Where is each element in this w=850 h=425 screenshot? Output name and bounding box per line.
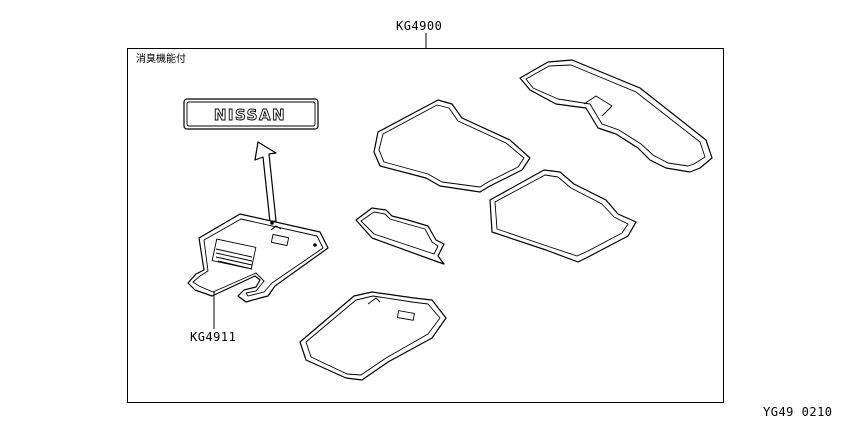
- tunnel-mat: [355, 207, 445, 265]
- subpart-number: KG4911: [190, 330, 237, 344]
- second-row-right-mat: [489, 169, 637, 263]
- drawing-code: YG49 0210: [763, 405, 833, 419]
- feature-note: 消臭機能付: [136, 54, 186, 65]
- driver-floor-mat: [187, 213, 329, 303]
- passenger-floor-mat: [299, 291, 447, 381]
- badge-arrow: [254, 141, 277, 223]
- nissan-badge: NISSAN: [183, 98, 319, 130]
- assembly-frame: [127, 48, 724, 403]
- third-row-mat: [519, 59, 713, 173]
- badge-logo-text: NISSAN: [214, 106, 286, 124]
- assembly-part-number: KG4900: [396, 19, 443, 33]
- second-row-left-mat: [373, 99, 531, 193]
